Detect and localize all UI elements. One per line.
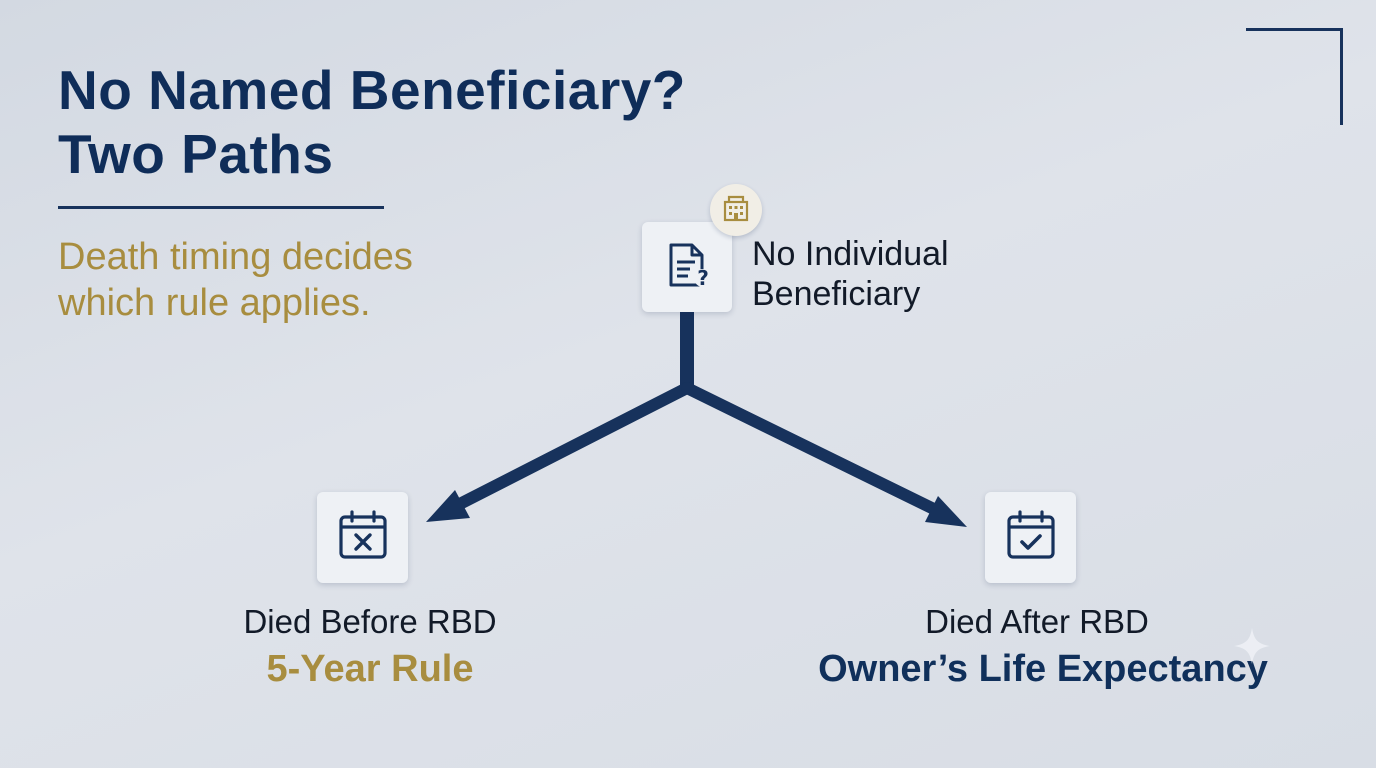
right-branch-outcome: Owner’s Life Expectancy (818, 648, 1268, 690)
subtitle-line-1: Death timing decides (58, 236, 413, 278)
corner-bracket-decoration (1246, 28, 1343, 125)
left-branch-line (442, 382, 693, 516)
sparkle-icon (1232, 626, 1272, 671)
subtitle: Death timing decides which rule applies. (58, 234, 413, 326)
root-label-line-1: No Individual (752, 235, 949, 273)
calendar-check-icon (1003, 507, 1059, 568)
document-question-icon: ? (662, 240, 712, 295)
left-branch-tile (317, 492, 408, 583)
root-label-line-2: Beneficiary (752, 275, 921, 313)
building-icon (721, 193, 751, 228)
title-line-2: Two Paths (58, 123, 334, 185)
right-branch-condition: Died After RBD (925, 603, 1149, 640)
left-branch-outcome: 5-Year Rule (266, 648, 474, 690)
right-branch-tile (985, 492, 1076, 583)
right-branch-line (681, 382, 950, 520)
building-badge (710, 184, 762, 236)
root-node-tile: ? (642, 222, 732, 312)
root-node-label: No Individual Beneficiary (752, 234, 949, 314)
subtitle-line-2: which rule applies. (58, 282, 371, 324)
page-title: No Named Beneficiary? Two Paths (58, 58, 686, 186)
title-underline (58, 206, 384, 209)
right-arrowhead (925, 496, 967, 527)
title-line-1: No Named Beneficiary? (58, 59, 686, 121)
left-branch-condition: Died Before RBD (243, 603, 497, 640)
svg-text:?: ? (697, 266, 709, 290)
calendar-x-icon (335, 507, 391, 568)
left-arrowhead (426, 490, 470, 522)
